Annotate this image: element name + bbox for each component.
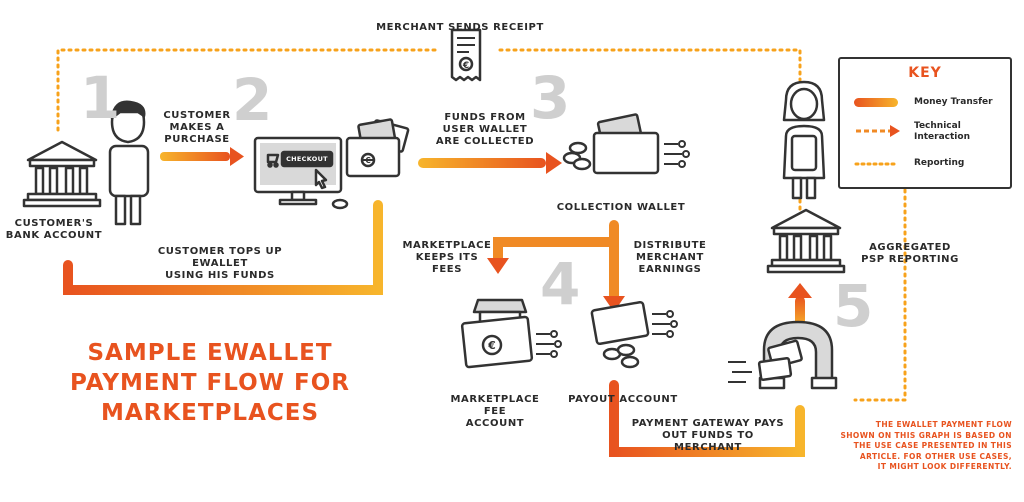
label-line: CUSTOMER'S xyxy=(14,218,94,229)
label-line: PURCHASE xyxy=(164,134,230,145)
arrow-distribute xyxy=(487,220,625,312)
label-line: PSP REPORTING xyxy=(861,254,959,265)
legend-line: Interaction xyxy=(914,132,970,142)
label-line: FUNDS FROM xyxy=(444,112,526,123)
legend-technical-swatch xyxy=(856,125,900,137)
label-customer-tops-up: CUSTOMER TOPS UP EWALLET USING HIS FUNDS xyxy=(130,246,310,282)
arrow-topup xyxy=(63,200,383,295)
arrow-funds-collected xyxy=(418,152,562,174)
note-line: IT MIGHT LOOK DIFFERENTLY. xyxy=(877,462,1012,471)
label-payout-account: PAYOUT ACCOUNT xyxy=(568,394,678,405)
svg-text:€: € xyxy=(487,339,496,352)
bank-icon xyxy=(22,140,102,208)
legend-title: KEY xyxy=(908,65,942,81)
legend-line: Technical xyxy=(914,121,961,131)
note-line: SHOWN ON THIS GRAPH IS BASED ON xyxy=(840,430,1012,440)
label-line: MARKETPLACE xyxy=(402,240,492,251)
label-collection-wallet: COLLECTION WALLET xyxy=(556,202,686,213)
label-line: KEEPS ITS xyxy=(415,252,479,263)
arrow-gateway-pays xyxy=(609,380,805,457)
checkout-button: CHECKOUT xyxy=(286,155,328,163)
label-line: CUSTOMER xyxy=(163,110,231,121)
legend-technical-interaction: Technical Interaction xyxy=(914,121,970,143)
diagram-title: SAMPLE EWALLET PAYMENT FLOW FOR MARKETPL… xyxy=(60,338,360,428)
label-aggregated-psp: AGGREGATED PSP REPORTING xyxy=(860,242,960,266)
svg-text:€: € xyxy=(364,156,371,165)
step-4: 4 xyxy=(540,250,581,318)
reporting-line-receipt xyxy=(56,48,802,132)
computer-icon xyxy=(253,136,349,210)
label-line: USING HIS FUNDS xyxy=(165,270,275,281)
gateway-magnet-icon xyxy=(728,320,838,390)
label-funds-collected: FUNDS FROM USER WALLET ARE COLLECTED xyxy=(430,112,540,148)
collection-wallet-icon xyxy=(562,113,690,175)
wallet-icon xyxy=(345,118,410,178)
merchant-icon xyxy=(782,80,826,200)
step-3: 3 xyxy=(530,64,571,132)
label-line: BANK ACCOUNT xyxy=(5,230,103,241)
step-1: 1 xyxy=(80,64,121,132)
marketplace-wallet-icon xyxy=(460,298,562,369)
note-line: THE USE CASE PRESENTED IN THIS xyxy=(853,441,1012,450)
label-line: AGGREGATED xyxy=(869,242,951,253)
title-line: SAMPLE EWALLET xyxy=(87,340,333,366)
svg-text:€: € xyxy=(462,61,469,71)
label-line: ARE COLLECTED xyxy=(435,136,535,147)
arrow-psp-up xyxy=(788,283,812,328)
note-line: ARTICLE. FOR OTHER USE CASES, xyxy=(859,451,1012,461)
label-line: MARKETPLACE FEE xyxy=(450,394,540,417)
label-customers-bank-account: CUSTOMER'S BANK ACCOUNT xyxy=(4,218,104,242)
legend-swatches xyxy=(854,98,900,166)
step-2: 2 xyxy=(232,66,273,134)
label-line: USER WALLET xyxy=(442,124,528,135)
title-line: PAYMENT FLOW FOR xyxy=(70,370,350,396)
label-gateway-pays: PAYMENT GATEWAY PAYS OUT FUNDS TO MERCHA… xyxy=(628,418,788,454)
label-line: PAYMENT GATEWAY PAYS xyxy=(631,418,785,429)
note-line: THE EWALLET PAYMENT FLOW xyxy=(875,420,1012,429)
footnote: THE EWALLET PAYMENT FLOW SHOWN ON THIS G… xyxy=(820,420,1012,473)
receipt-icon xyxy=(450,28,482,82)
arrow-purchase xyxy=(160,147,244,166)
label-marketplace-keeps-fees: MARKETPLACE KEEPS ITS FEES xyxy=(402,240,492,276)
label-line: EARNINGS xyxy=(638,264,702,275)
legend-money-transfer-swatch xyxy=(854,98,898,107)
label-line: MERCHANT xyxy=(636,252,704,263)
label-line: MAKES A xyxy=(169,122,225,133)
label-line: ACCOUNT xyxy=(465,418,525,429)
legend-reporting: Reporting xyxy=(914,158,965,168)
label-distribute-earnings: DISTRIBUTE MERCHANT EARNINGS xyxy=(630,240,710,276)
label-customer-makes-purchase: CUSTOMER MAKES A PURCHASE xyxy=(156,110,238,146)
label-merchant-sends-receipt: MERCHANT SENDS RECEIPT xyxy=(376,22,544,33)
legend-box: KEY Money Transfer Technical Interaction xyxy=(838,57,1012,189)
title-line: MARKETPLACES xyxy=(100,400,320,426)
label-marketplace-fee-account: MARKETPLACE FEE ACCOUNT xyxy=(440,394,550,430)
payout-card-icon xyxy=(590,300,678,369)
customer-icon xyxy=(108,100,150,226)
label-line: DISTRIBUTE xyxy=(633,240,707,251)
step-5: 5 xyxy=(833,272,874,340)
psp-bank-icon xyxy=(766,208,846,274)
label-line: OUT FUNDS TO MERCHANT xyxy=(662,430,754,453)
label-line: FEES xyxy=(431,264,463,275)
euro-icon: € € € xyxy=(364,61,496,352)
legend-money-transfer: Money Transfer xyxy=(914,97,993,107)
label-line: CUSTOMER TOPS UP EWALLET xyxy=(157,246,283,269)
